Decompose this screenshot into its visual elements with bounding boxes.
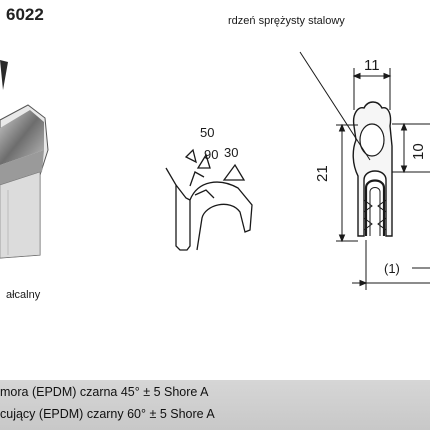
dim-width-label: 11	[364, 57, 380, 74]
core-leader-line	[299, 51, 371, 161]
dim-width	[352, 68, 392, 110]
angle-30: 30	[224, 145, 239, 160]
dim-height	[336, 123, 358, 243]
bulb-chamber	[359, 123, 385, 157]
profile-outline	[352, 101, 393, 237]
dim-bulb	[392, 122, 430, 174]
spec-line-1: mora (EPDM) czarna 45° ± 5 Shore A	[0, 385, 209, 399]
angle-90: 90	[204, 147, 219, 162]
dim-bulb-label: 10	[410, 143, 427, 160]
angle-50: 50	[200, 125, 215, 140]
dim-flange	[352, 240, 430, 290]
dim-flange-label: (1)	[384, 261, 400, 276]
dim-height-label: 21	[314, 165, 331, 182]
cross-section-drawing	[299, 51, 430, 290]
core-label: rdzeń sprężysty stalowy	[228, 15, 345, 27]
truncated-label: ałcalny	[6, 289, 41, 301]
spec-line-2: cujący (EPDM) czarny 60° ± 5 Shore A	[0, 407, 215, 421]
steel-core	[364, 179, 386, 236]
angle-sketch	[165, 148, 253, 251]
material-spec-footer: mora (EPDM) czarna 45° ± 5 Shore A cując…	[0, 380, 430, 430]
product-code: 6022	[6, 5, 44, 24]
profile-3d-render	[0, 60, 49, 259]
